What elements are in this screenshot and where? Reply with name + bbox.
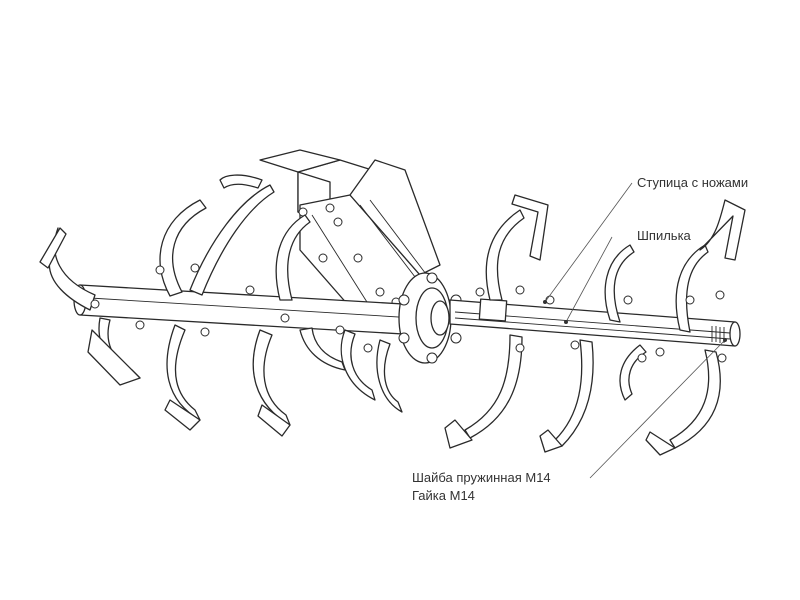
leader-lines xyxy=(543,182,727,479)
leader-hub-dot xyxy=(543,300,547,304)
right-tine-bolts xyxy=(475,285,727,363)
label-stud: Шпилька xyxy=(637,228,692,243)
gearbox-housing xyxy=(259,149,441,331)
leader-stud-dot xyxy=(564,320,568,324)
label-nut: Гайка М14 xyxy=(412,488,475,503)
left-tine-bolts xyxy=(90,263,373,353)
label-washer: Шайба пружинная М14 xyxy=(412,470,551,485)
left-tines xyxy=(39,174,403,437)
leader-stud xyxy=(565,236,613,323)
leader-washer-dot xyxy=(723,338,727,342)
right-tines xyxy=(444,194,746,456)
leader-hub xyxy=(544,182,633,303)
leader-washer xyxy=(589,339,726,479)
center-flange xyxy=(398,272,462,364)
right-hub-with-stud xyxy=(449,298,741,347)
label-hub: Ступица с ножами xyxy=(637,175,748,190)
